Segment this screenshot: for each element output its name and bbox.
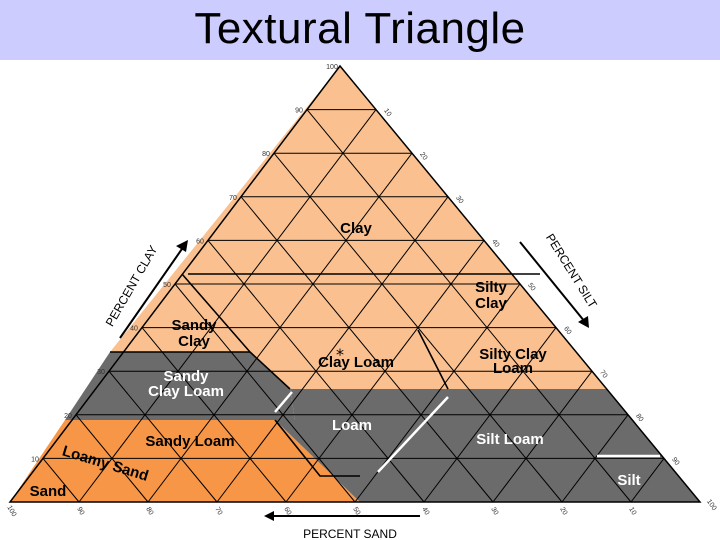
label-sandy-clay-2: Clay bbox=[178, 333, 210, 350]
sand-tick-10: 10 bbox=[627, 506, 637, 516]
label-sand: Sand bbox=[30, 483, 67, 500]
region-clay-group bbox=[110, 66, 607, 389]
silt-tick-50: 50 bbox=[526, 282, 536, 292]
class-boundaries bbox=[110, 273, 540, 477]
white-mark-2 bbox=[377, 396, 449, 473]
regions bbox=[10, 66, 700, 502]
sand-tick-70: 70 bbox=[213, 506, 223, 516]
grid-line-silt-7 bbox=[240, 196, 494, 503]
sand-tick-30: 30 bbox=[489, 506, 499, 516]
clay-tick-100: 100 bbox=[326, 64, 338, 71]
grid-line-silt-3 bbox=[108, 370, 218, 503]
label-sandy-clay-loam-1: Sandy bbox=[163, 368, 209, 385]
clay-tick-30: 30 bbox=[97, 369, 105, 376]
label-sandy-clay-loam-2: Clay Loam bbox=[148, 383, 224, 400]
label-clay-loam: Clay Loam bbox=[318, 354, 394, 371]
arrow-sand bbox=[264, 511, 420, 521]
label-silty-clay-2: Clay bbox=[475, 295, 507, 312]
clay-tick-20: 20 bbox=[64, 413, 72, 420]
sand-tick-20: 20 bbox=[558, 506, 568, 516]
grid-line-sand-3 bbox=[492, 370, 593, 503]
white-mark-1 bbox=[274, 391, 293, 413]
sand-tick-100: 100 bbox=[5, 504, 17, 518]
silt-tick-60: 60 bbox=[562, 326, 572, 336]
clay-tick-labels: 100 90 80 70 60 50 40 30 20 10 bbox=[31, 64, 338, 463]
grid-line-sand-1 bbox=[630, 458, 665, 503]
clay-tick-90: 90 bbox=[295, 108, 303, 115]
axis-title-silt: PERCENT SILT bbox=[543, 231, 600, 311]
star-marker-icon: * bbox=[336, 345, 344, 364]
region-sandy-clay-loam bbox=[65, 352, 295, 420]
grid-line-sand-8 bbox=[147, 152, 413, 503]
silt-tick-30: 30 bbox=[454, 195, 464, 205]
clay-tick-10: 10 bbox=[31, 456, 39, 463]
region-loam-silt bbox=[275, 389, 700, 502]
clay-tick-60: 60 bbox=[196, 238, 204, 245]
sand-tick-50: 50 bbox=[351, 506, 361, 516]
arrow-silt bbox=[519, 241, 589, 328]
label-silty-clay-1: Silty bbox=[475, 279, 507, 296]
label-silty-clay-loam-1: Silty Clay bbox=[479, 346, 547, 363]
arrow-clay bbox=[119, 240, 188, 339]
silt-tick-40: 40 bbox=[490, 238, 500, 248]
label-silt: Silt bbox=[617, 472, 640, 489]
sand-tick-80: 80 bbox=[144, 506, 154, 516]
grid-line-silt-9 bbox=[306, 109, 632, 503]
silt-tick-20: 20 bbox=[418, 151, 428, 161]
label-silty-clay-loam-2: Loam bbox=[493, 360, 533, 377]
sand-tick-labels: 100 90 80 70 60 50 40 30 20 10 bbox=[5, 504, 637, 518]
sand-tick-40: 40 bbox=[420, 506, 430, 516]
silt-tick-90: 90 bbox=[670, 456, 680, 466]
sand-tick-90: 90 bbox=[75, 506, 85, 516]
boundary-loam-bottom bbox=[274, 419, 360, 477]
grid-line-sand-9 bbox=[78, 109, 377, 503]
title-bar bbox=[0, 0, 720, 60]
silt-tick-80: 80 bbox=[634, 413, 644, 423]
silt-tick-70: 70 bbox=[598, 369, 608, 379]
label-loam: Loam bbox=[332, 417, 372, 434]
clay-tick-80: 80 bbox=[262, 151, 270, 158]
axis-title-sand: PERCENT SAND bbox=[303, 527, 397, 540]
clay-tick-40: 40 bbox=[130, 326, 138, 333]
white-boundary-marks bbox=[274, 391, 660, 473]
grid-line-silt-1 bbox=[42, 458, 80, 503]
grid-lines bbox=[42, 109, 665, 503]
grid-line-sand-7 bbox=[216, 196, 449, 503]
grid-line-silt-5 bbox=[174, 283, 356, 503]
label-sandy-loam: Sandy Loam bbox=[145, 433, 234, 450]
triangle-outline bbox=[8, 64, 702, 503]
sand-tick-60: 60 bbox=[282, 506, 292, 516]
clay-tick-70: 70 bbox=[229, 195, 237, 202]
silt-tick-10: 10 bbox=[382, 108, 392, 118]
grid-line-silt-8 bbox=[273, 152, 563, 503]
page-title: Textural Triangle bbox=[194, 4, 526, 53]
label-sandy-clay-1: Sandy bbox=[171, 317, 217, 334]
label-clay: Clay bbox=[340, 220, 372, 237]
label-silt-loam: Silt Loam bbox=[476, 431, 544, 448]
boundary-silty-clay-loam bbox=[417, 329, 449, 390]
clay-tick-50: 50 bbox=[163, 282, 171, 289]
silt-tick-100: 100 bbox=[705, 498, 717, 512]
